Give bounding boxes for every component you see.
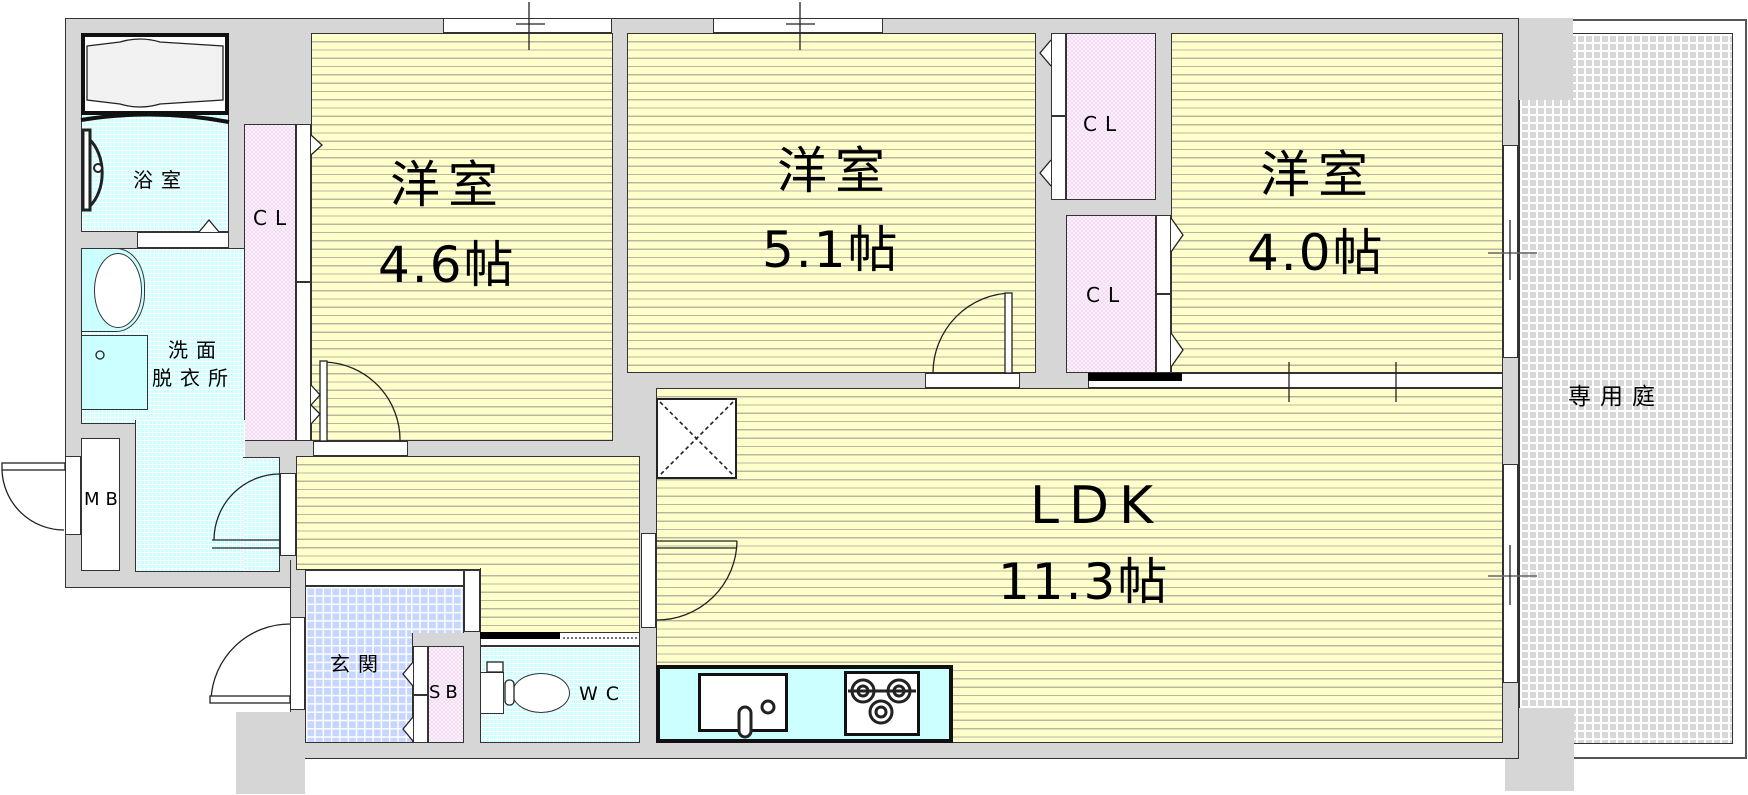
washroom-door[interactable] <box>280 473 296 556</box>
ldk-name: LDK <box>1030 476 1164 536</box>
vanity-sink <box>81 335 148 410</box>
closet-label-lower: CL <box>1086 283 1128 307</box>
room-5-1-name: 洋室 <box>777 142 893 200</box>
room-4-6-name: 洋室 <box>390 156 506 214</box>
entrance-upper-right <box>411 586 464 633</box>
western-room-4-0[interactable] <box>1171 33 1503 373</box>
washing-machine-drum <box>94 253 142 328</box>
ldk-size: 11.3帖 <box>998 553 1170 611</box>
gas-stove <box>844 671 920 736</box>
room-4-6-door[interactable] <box>313 441 408 456</box>
window-room-4-6[interactable] <box>443 18 612 33</box>
bathroom-door[interactable] <box>137 232 229 248</box>
closet-lower-middle[interactable] <box>1066 215 1156 373</box>
entrance[interactable] <box>305 586 413 743</box>
pillar-bottom-left <box>236 712 305 794</box>
room-5-1-door[interactable] <box>925 373 1020 388</box>
bathtub <box>81 33 229 115</box>
ldk-door[interactable] <box>641 533 656 628</box>
entrance-step <box>305 570 464 586</box>
closet-door-upper-a[interactable] <box>1051 33 1066 116</box>
toilet-bowl <box>512 673 570 713</box>
meter-box[interactable] <box>81 438 120 571</box>
meter-box-door[interactable] <box>65 456 81 535</box>
closet-door-upper-b[interactable] <box>1051 116 1066 200</box>
private-garden <box>1519 33 1733 744</box>
closet-door-room-4-6-lower[interactable] <box>296 282 311 441</box>
toilet-door-rail <box>480 632 560 639</box>
room-4-0-size: 4.0帖 <box>1247 224 1385 282</box>
hallway-side-panel <box>464 570 480 632</box>
closet-door-lower-b[interactable] <box>1156 294 1171 373</box>
toilet-tank <box>480 672 504 714</box>
entrance-door[interactable] <box>290 617 305 710</box>
closet-door-room-4-6-upper[interactable] <box>296 124 311 282</box>
washroom-lower-right <box>243 457 280 572</box>
washroom-label-2: 脱衣所 <box>152 366 236 390</box>
hallway-lower <box>480 568 640 634</box>
window-room-4-0[interactable] <box>1503 145 1518 358</box>
washroom-lower <box>135 420 245 572</box>
pantry-storage[interactable] <box>656 398 737 479</box>
closet-upper-middle[interactable] <box>1066 33 1156 200</box>
room-4-0-name: 洋室 <box>1260 146 1376 204</box>
washroom-label-1: 洗面 <box>168 338 224 362</box>
private-garden-label: 専用庭 <box>1568 384 1664 410</box>
shoe-box-door-lower[interactable] <box>413 695 428 743</box>
closet-label-upper: CL <box>1083 112 1125 136</box>
kitchen-sink <box>698 673 788 732</box>
sliding-partition-rail <box>1088 373 1182 381</box>
toilet-label: WC <box>579 683 628 705</box>
window-room-5-1[interactable] <box>713 18 883 33</box>
room-5-1-size: 5.1帖 <box>762 221 900 279</box>
entrance-label: 玄関 <box>330 652 386 676</box>
window-ldk[interactable] <box>1503 464 1518 683</box>
bathroom-label: 浴室 <box>133 168 189 192</box>
closet-room-4-6[interactable] <box>244 124 296 441</box>
shoe-box-label: SB <box>429 682 463 703</box>
closet-label-room-4-6: CL <box>253 206 295 230</box>
closet-door-lower-a[interactable] <box>1156 215 1171 294</box>
shoe-box[interactable] <box>428 646 464 743</box>
meter-box-label: MB <box>84 489 124 510</box>
room-4-6-size: 4.6帖 <box>378 236 516 294</box>
western-room-5-1[interactable] <box>627 33 1036 373</box>
hallway[interactable] <box>296 456 640 570</box>
shoe-box-door-upper[interactable] <box>413 646 428 695</box>
